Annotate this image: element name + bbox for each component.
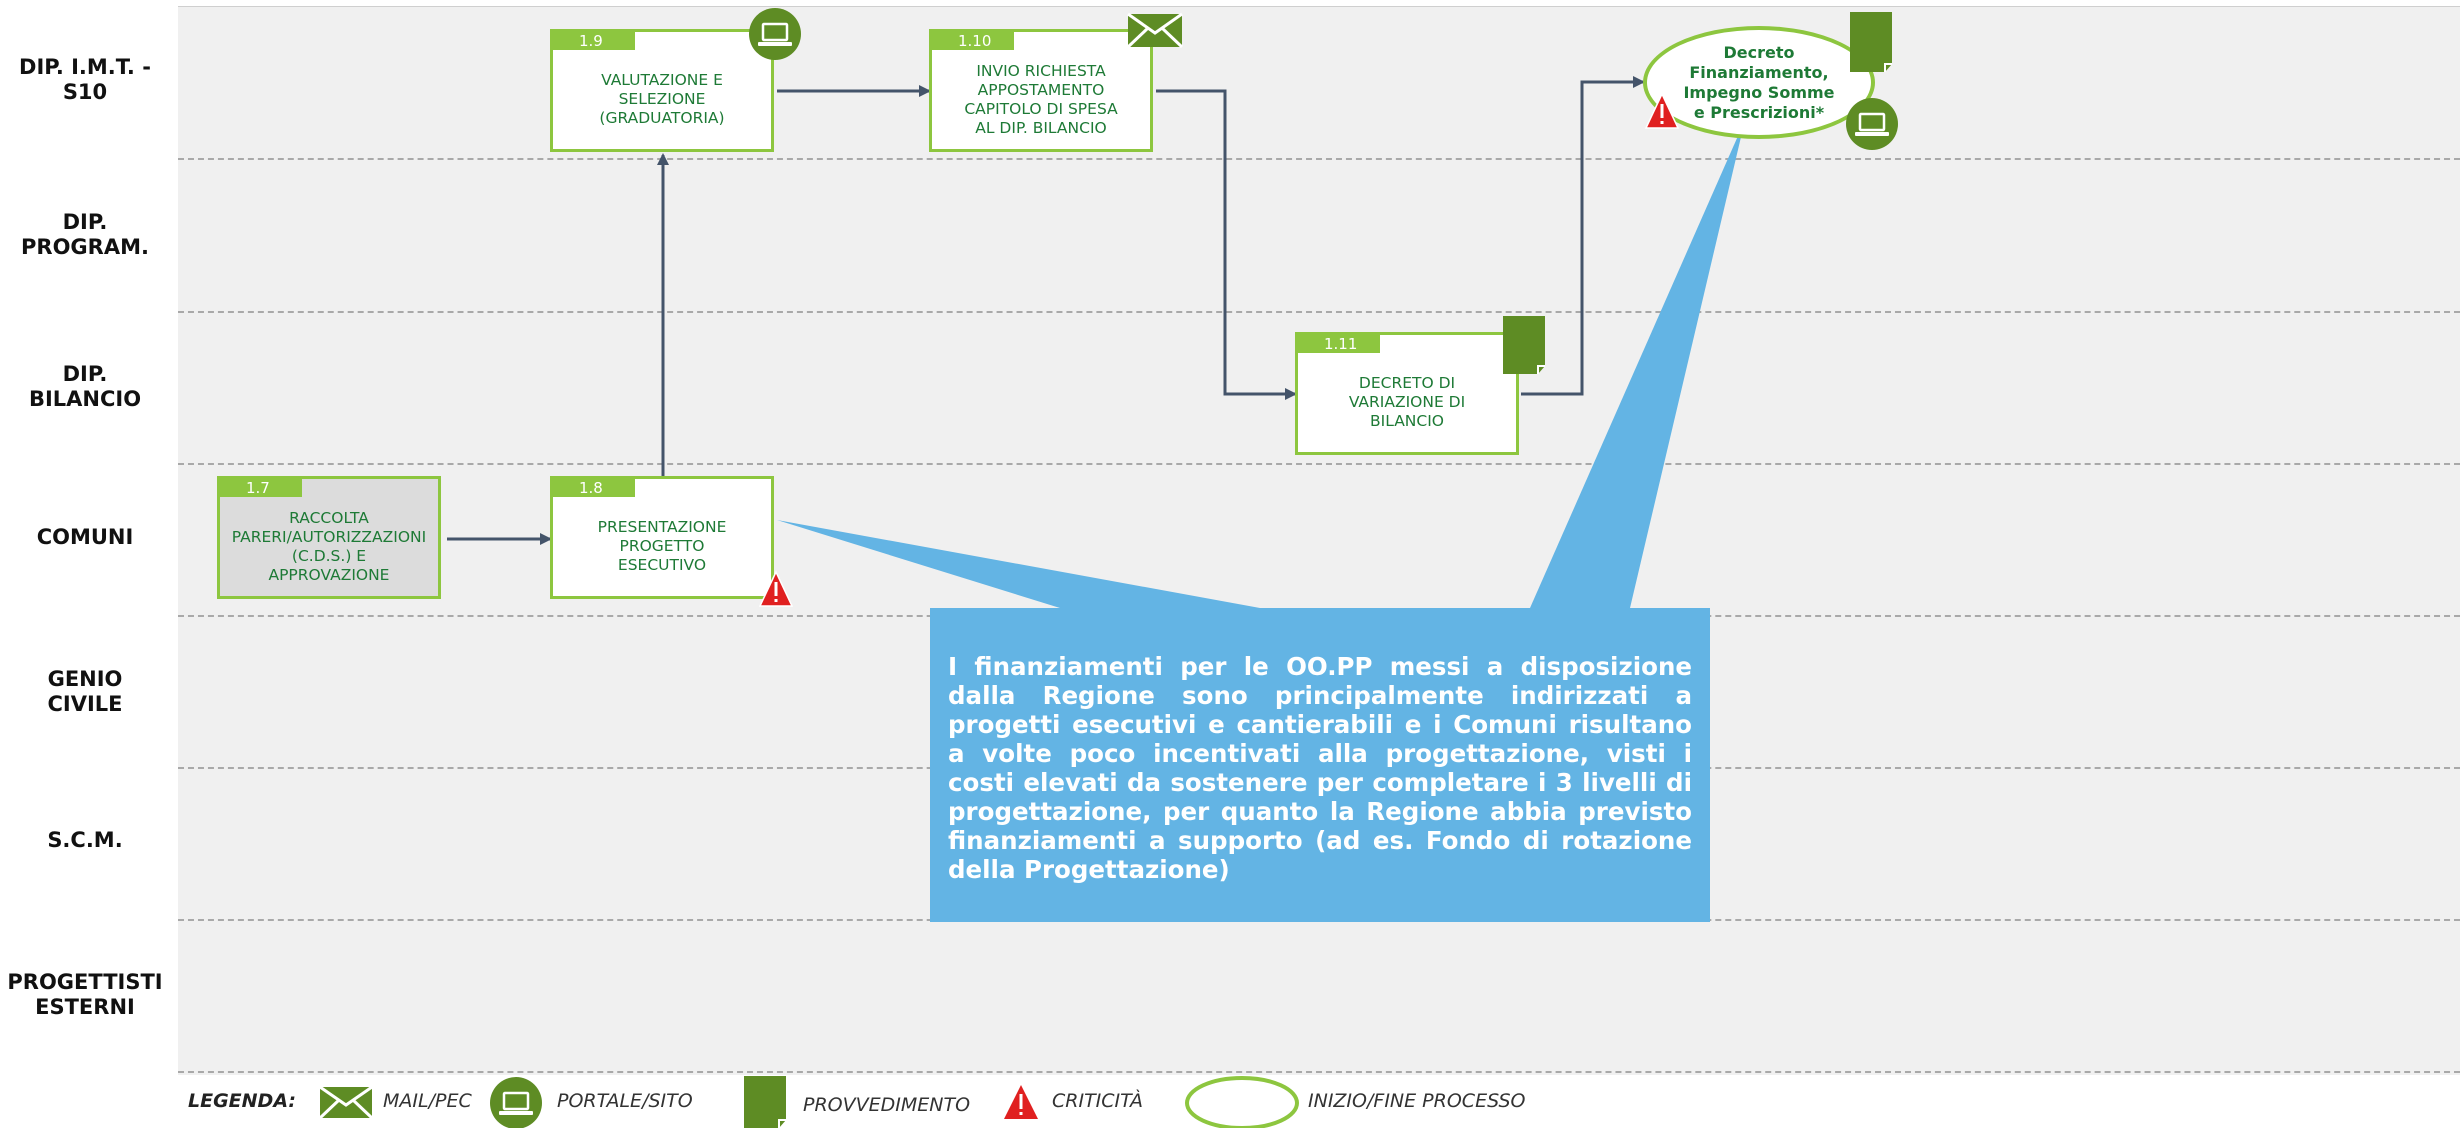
lane-label-dip-imt: DIP. I.M.T. - S10 — [19, 55, 151, 104]
step-number: 1.7 — [220, 479, 302, 497]
critical-note: I finanziamenti per le OO.PP messi a dis… — [930, 608, 1710, 922]
lane-label-comuni: COMUNI — [36, 524, 134, 549]
step-number: 1.9 — [553, 32, 635, 50]
arrow-1-11-to-end — [1521, 76, 1645, 396]
lane-label-dip-program: DIP. PROGRAM. — [21, 210, 149, 259]
lane-label-dip-bilancio: DIP. BILANCIO — [28, 362, 142, 411]
step-1-11[interactable]: 1.11 DECRETO DI VARIAZIONE DI BILANCIO — [1295, 332, 1519, 455]
arrow-1-10-to-1-11 — [1156, 89, 1297, 400]
step-number: 1.10 — [932, 32, 1014, 50]
legend-provvedimento-label: PROVVEDIMENTO — [803, 1094, 971, 1116]
legend-process-label: INIZIO/FINE PROCESSO — [1308, 1090, 1526, 1112]
step-1-10[interactable]: 1.10 INVIO RICHIESTA APPOSTAMENTO CAPITO… — [929, 29, 1153, 152]
legend-portal-label: PORTALE/SITO — [557, 1090, 693, 1112]
step-1-7[interactable]: 1.7 RACCOLTA PARERI/AUTORIZZAZIONI (C.D.… — [217, 476, 441, 599]
lane-separator — [178, 463, 2460, 465]
step-number: 1.11 — [1298, 335, 1380, 353]
lane-separator — [178, 311, 2460, 313]
lane-label-scm: S.C.M. — [47, 827, 123, 852]
lane-separator — [178, 1071, 2460, 1073]
step-number: 1.8 — [553, 479, 635, 497]
step-label: VALUTAZIONE E SELEZIONE (GRADUATORIA) — [599, 71, 725, 127]
step-1-8[interactable]: 1.8 PRESENTAZIONE PROGETTO ESECUTIVO — [550, 476, 774, 599]
note-pointer-left — [777, 520, 1260, 608]
step-label: RACCOLTA PARERI/AUTORIZZAZIONI (C.D.S.) … — [231, 508, 427, 584]
end-event[interactable]: Decreto Finanziamento, Impegno Somme e P… — [1643, 26, 1875, 139]
step-label: PRESENTAZIONE PROGETTO ESECUTIVO — [597, 518, 727, 574]
legend-mail-label: MAIL/PEC — [383, 1090, 472, 1112]
step-label: DECRETO DI VARIAZIONE DI BILANCIO — [1348, 374, 1466, 430]
lane-label-progettisti-esterni: PROGETTISTI ESTERNI — [7, 970, 163, 1019]
step-1-9[interactable]: 1.9 VALUTAZIONE E SELEZIONE (GRADUATORIA… — [550, 29, 774, 152]
legend-title: LEGENDA: — [188, 1090, 296, 1112]
lane-label-genio-civile: GENIO CIVILE — [47, 667, 123, 716]
legend-criticita-label: CRITICITÀ — [1052, 1090, 1144, 1112]
note-pointer-right — [1530, 120, 1745, 608]
lane-separator — [178, 158, 2460, 160]
step-label: INVIO RICHIESTA APPOSTAMENTO CAPITOLO DI… — [964, 61, 1118, 137]
